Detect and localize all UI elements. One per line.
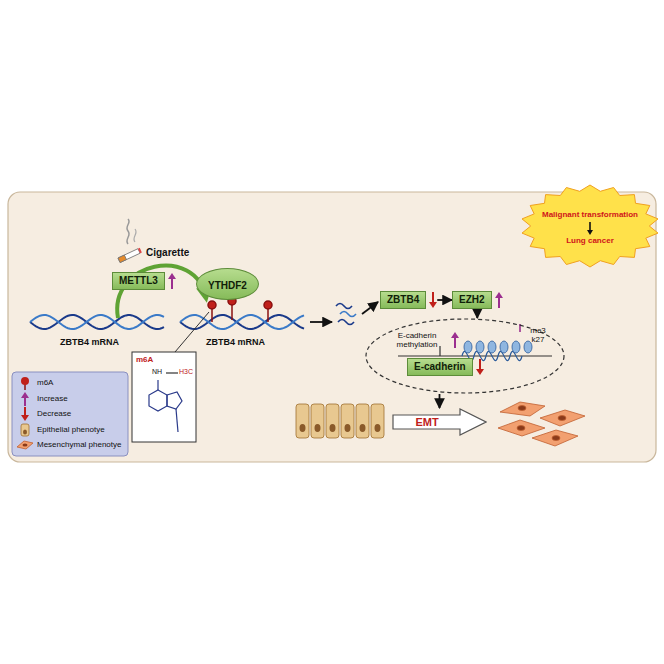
legend-text: Decrease bbox=[37, 409, 71, 419]
gene-box: E-cadherin bbox=[407, 358, 484, 376]
increase-indicator bbox=[451, 332, 459, 348]
degraded-mrna bbox=[336, 304, 356, 325]
mrna-strands bbox=[30, 315, 304, 329]
item-label: Cigarette bbox=[146, 247, 189, 259]
legend-sample bbox=[16, 392, 34, 406]
gene-name: EZH2 bbox=[452, 291, 492, 309]
starburst: Malignant transformationLung cancer bbox=[520, 184, 660, 268]
protein-name: YTHDF2 bbox=[208, 280, 247, 291]
gene-box: METTL3 bbox=[112, 272, 176, 290]
connector-arrow bbox=[437, 299, 452, 301]
reader-oval: YTHDF2 bbox=[196, 268, 259, 300]
atom-label: NH bbox=[152, 367, 162, 376]
gene-name: ZBTB4 bbox=[380, 291, 426, 309]
epithelial-cells bbox=[296, 404, 384, 438]
starburst-shape bbox=[520, 184, 660, 268]
adenine-structure bbox=[149, 373, 182, 432]
decrease-indicator bbox=[429, 292, 437, 308]
emt-arrow: EMT bbox=[392, 408, 487, 436]
dashed-region: E-cadherin methylation me3 k27E-cadherin bbox=[365, 318, 565, 394]
mrna-label: ZBTB4 mRNA bbox=[206, 337, 265, 348]
legend-panel bbox=[12, 372, 128, 456]
gene-name: E-cadherin bbox=[407, 358, 473, 376]
mesenchymal-cells bbox=[498, 402, 585, 446]
connector-arrow bbox=[439, 394, 441, 408]
mrna-label: ZBTB4 mRNA bbox=[60, 337, 119, 348]
leader-line bbox=[175, 312, 209, 352]
legend-text: Mesenchymal phenotye bbox=[37, 440, 122, 450]
process-arrow bbox=[310, 321, 332, 323]
outcome-text: Lung cancer bbox=[520, 236, 660, 246]
smoke bbox=[127, 219, 129, 244]
structure-label: m6A bbox=[136, 355, 153, 365]
smoke bbox=[134, 229, 136, 242]
legend-sample bbox=[16, 407, 34, 421]
legend-sample bbox=[16, 376, 34, 390]
process-label: EMT bbox=[394, 415, 460, 429]
process-arrow bbox=[362, 302, 378, 314]
legend-text: m6A bbox=[37, 378, 53, 388]
atom-label: H3C bbox=[179, 367, 193, 376]
increase-indicator bbox=[495, 292, 503, 308]
legend-text: Increase bbox=[37, 394, 68, 404]
legend-sample bbox=[16, 438, 34, 452]
gene-box: ZBTB4 bbox=[380, 291, 437, 309]
emt-arrow-shape bbox=[392, 408, 487, 436]
annotation-text: E-cadherin methylation bbox=[385, 331, 449, 349]
decrease-indicator bbox=[476, 359, 484, 375]
histone-mark: me3 k27 bbox=[527, 326, 549, 344]
gene-box: EZH2 bbox=[452, 291, 503, 309]
gene-name: METTL3 bbox=[112, 272, 165, 290]
cigarette-icon bbox=[118, 248, 142, 263]
legend-text: Epithelial phenotye bbox=[37, 425, 105, 435]
m6a-marks bbox=[208, 297, 272, 322]
connector-arrow bbox=[476, 309, 478, 318]
outcome-text: Malignant transformation bbox=[520, 210, 660, 220]
increase-indicator bbox=[168, 273, 176, 289]
legend-sample bbox=[16, 423, 34, 437]
structure-box bbox=[132, 352, 196, 442]
